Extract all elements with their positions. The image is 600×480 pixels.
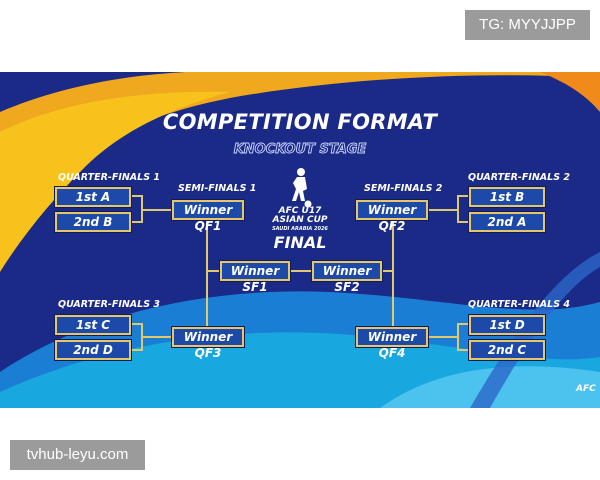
knockout-poster: COMPETITION FORMAT KNOCKOUT STAGE QUARTE… (0, 72, 600, 408)
sf2-slot-2: Winner QF4 (356, 327, 428, 360)
qf2-team-2: 2nd A (469, 212, 545, 232)
qf1-team-1: 1st A (55, 187, 131, 207)
bracket-line (380, 270, 394, 272)
bracket-line (392, 219, 394, 327)
final-slot-1: Winner SF1 (220, 261, 290, 294)
watermark-top: TG: MYYJJPP (465, 10, 590, 40)
final-slot-2: Winner SF2 (312, 261, 382, 294)
logo-line2: ASIAN CUP (272, 215, 328, 225)
bracket-line (428, 336, 459, 338)
poster-subtitle: KNOCKOUT STAGE (233, 142, 367, 158)
bracket-line (141, 336, 172, 338)
sf1-label: SEMI-FINALS 1 (178, 183, 257, 194)
watermark-bottom: tvhub-leyu.com (10, 440, 145, 470)
qf4-label: QUARTER-FINALS 4 (468, 299, 570, 310)
final-label: FINAL (273, 233, 327, 252)
sf2-label: SEMI-FINALS 2 (364, 183, 443, 194)
qf2-team-1: 1st B (469, 187, 545, 207)
qf1-label: QUARTER-FINALS 1 (58, 172, 160, 183)
qf1-team-2: 2nd B (55, 212, 131, 232)
qf2-label: QUARTER-FINALS 2 (468, 172, 570, 183)
qf3-label: QUARTER-FINALS 3 (58, 299, 160, 310)
bracket-line (131, 323, 141, 325)
bracket-line (206, 270, 220, 272)
bracket-line (131, 195, 141, 197)
player-silhouette-icon (292, 168, 312, 208)
sf1-slot-1: Winner QF1 (172, 200, 244, 233)
qf3-team-1: 1st C (55, 315, 131, 335)
bracket-line (131, 349, 141, 351)
sf2-slot-1: Winner QF2 (356, 200, 428, 233)
bracket-line (428, 209, 459, 211)
bracket-line (459, 323, 469, 325)
bracket-line (141, 209, 172, 211)
qf3-team-2: 2nd D (55, 340, 131, 360)
qf4-team-1: 1st D (469, 315, 545, 335)
bracket-line (459, 349, 469, 351)
logo-line1: AFC U17 (278, 206, 322, 216)
bracket-line (459, 221, 469, 223)
bracket-line (206, 219, 208, 327)
sf1-slot-2: Winner QF3 (172, 327, 244, 360)
bracket-line (459, 195, 469, 197)
afc-corner-mark: AFC (576, 384, 596, 394)
qf4-team-2: 2nd C (469, 340, 545, 360)
bracket-line (290, 270, 312, 272)
poster-title: COMPETITION FORMAT (162, 110, 438, 134)
bracket-line (131, 221, 141, 223)
logo-line3: SAUDI ARABIA 2026 (272, 226, 328, 232)
